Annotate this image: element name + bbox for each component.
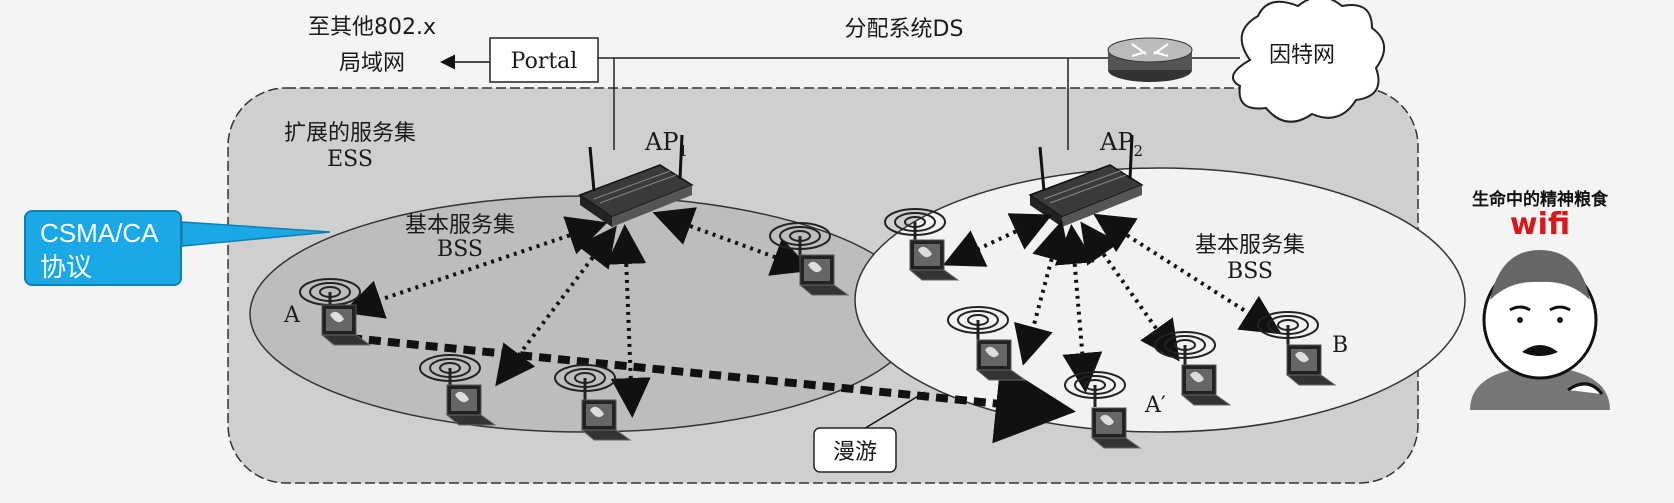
roaming-pointer xyxy=(861,391,926,431)
portal-label: Portal xyxy=(511,49,578,74)
csma-ca-callout: CSMA/CA 协议 xyxy=(24,210,182,286)
portal-box xyxy=(489,37,599,83)
ap2-label: AP2 xyxy=(1099,128,1143,160)
bss2-label-2: BSS xyxy=(1227,259,1273,284)
bss2-label-1: 基本服务集 xyxy=(1195,233,1305,258)
ap1-label: AP1 xyxy=(644,128,688,160)
roaming-box xyxy=(813,427,897,473)
bss2-links xyxy=(942,213,1282,393)
callout-pointer xyxy=(181,221,331,247)
internet-label: 因特网 xyxy=(1269,43,1335,68)
callout-line-2: 协议 xyxy=(40,252,93,282)
station-a-prime-label: A′ xyxy=(1144,393,1166,418)
ap2-label-main: AP xyxy=(1099,128,1133,156)
router-icon xyxy=(1107,37,1193,82)
bss1-links xyxy=(342,207,813,418)
ap1-label-sub: 1 xyxy=(678,142,688,160)
ess-label-2: ESS xyxy=(327,147,373,172)
meme-wifi-text: wifi xyxy=(1509,207,1571,242)
ess-label-1: 扩展的服务集 xyxy=(284,121,416,146)
other-lan-label-1: 至其他802.x xyxy=(308,15,436,40)
roaming-label: 漫游 xyxy=(833,440,877,465)
bss1-label-2: BSS xyxy=(437,237,483,262)
bss1-label-1: 基本服务集 xyxy=(405,213,515,238)
callout-line-1: CSMA/CA xyxy=(40,218,159,248)
roaming-path xyxy=(349,334,1076,444)
ap2-label-sub: 2 xyxy=(1133,142,1143,160)
station-b-label: B xyxy=(1332,333,1348,358)
wifi-meme: 生命中的精神粮食 wifi xyxy=(1440,185,1640,415)
ap1-label-main: AP xyxy=(644,128,678,156)
station-a-label: A xyxy=(283,303,301,328)
meme-caption: 生命中的精神粮食 xyxy=(1472,190,1608,210)
cloud-icon xyxy=(1231,0,1385,123)
ds-label: 分配系统DS xyxy=(845,17,964,42)
meme-face-icon xyxy=(1470,250,1610,410)
other-lan-label-2: 局域网 xyxy=(339,51,405,76)
